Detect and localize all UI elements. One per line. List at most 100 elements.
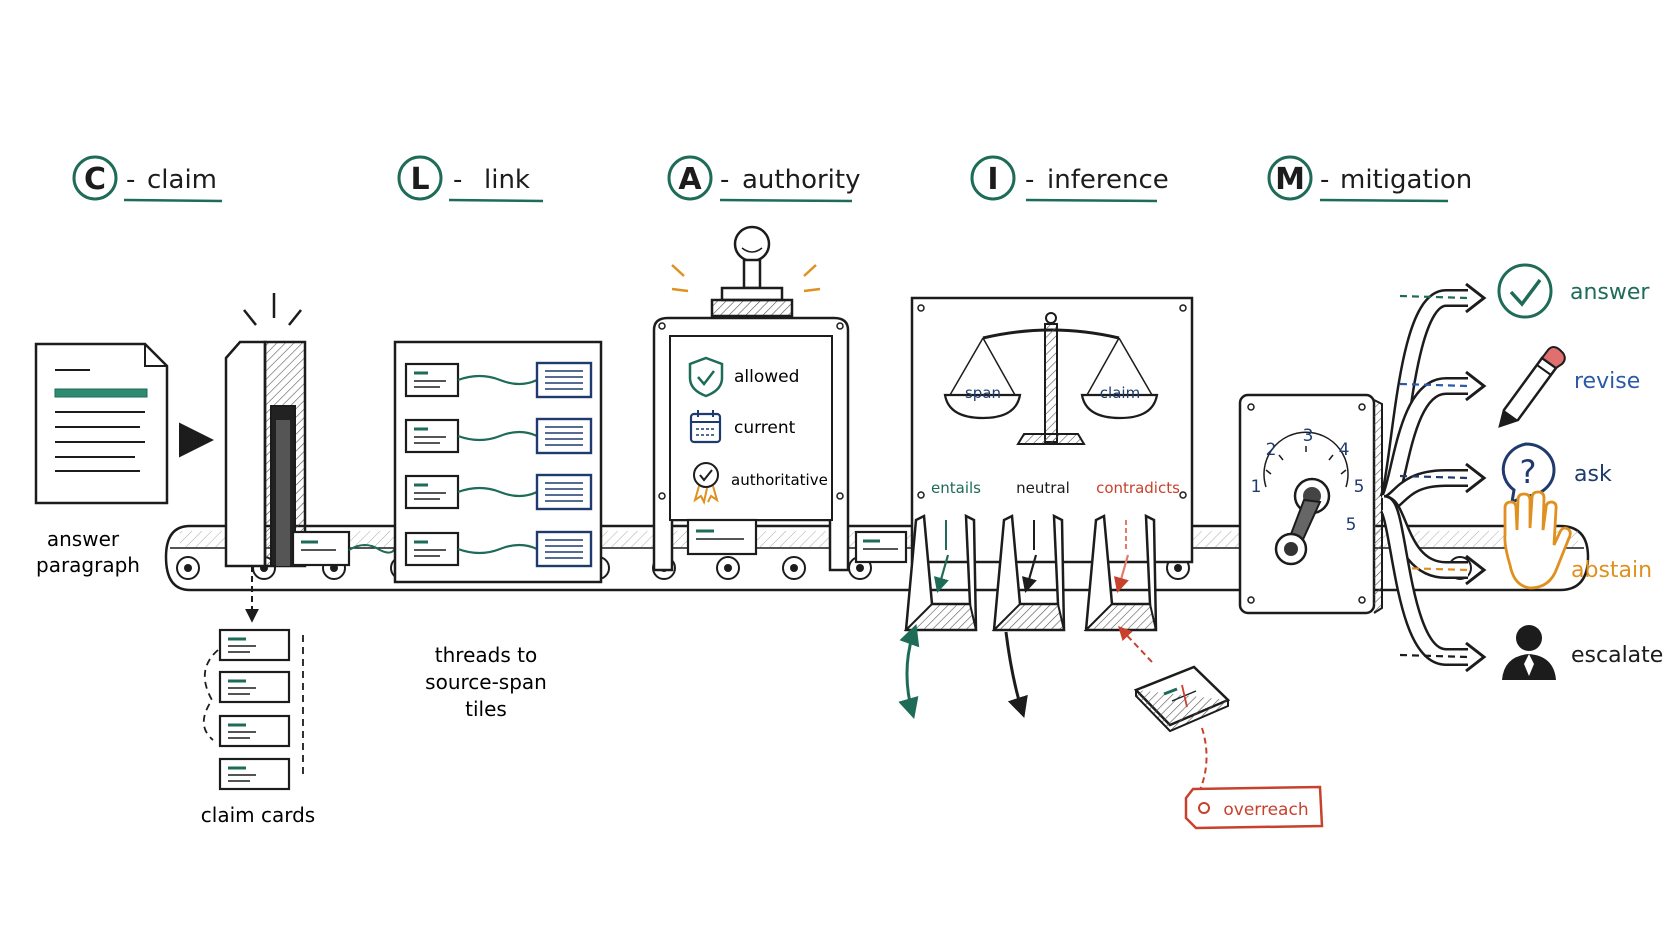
stage-word: authority [742, 165, 861, 195]
claim-card [404, 531, 460, 567]
source-span-tile [535, 361, 593, 399]
claim-card [218, 714, 291, 748]
answer-paragraph-document [34, 342, 169, 505]
stage-letter: A [678, 162, 702, 197]
rejected-card [1133, 665, 1231, 733]
balance-scale: span claim [943, 312, 1159, 445]
outcome-label-abstain: abstain [1571, 558, 1652, 583]
link-caption-2: source-span [425, 670, 547, 694]
belt-roller [716, 556, 740, 580]
check-label: current [734, 418, 796, 438]
stage-header-link: L - link [397, 155, 544, 203]
sorting-chute [991, 513, 1066, 632]
chute-arrow [1113, 554, 1130, 593]
stage-header-inference: I - inference [970, 155, 1169, 203]
stage-word: mitigation [1340, 165, 1472, 195]
outcome-label-ask: ask [1574, 462, 1612, 487]
check-circle-icon [1497, 263, 1553, 319]
link-row [404, 473, 593, 511]
outcome-label-revise: revise [1574, 369, 1640, 394]
shield-check-icon [688, 356, 724, 398]
link-thread [457, 374, 538, 386]
award-ribbon-icon [693, 462, 719, 505]
scale-right-label: claim [1100, 384, 1140, 402]
link-caption-3: tiles [465, 697, 507, 721]
claim-cards-label: claim cards [201, 803, 315, 827]
mitigation-dial-panel: 1 2 3 4 5 5 [1238, 393, 1383, 615]
stage-letter: L [410, 162, 429, 197]
scale-left-label: span [965, 384, 1001, 402]
chute-arrow [933, 554, 950, 593]
stage-dash: - [1320, 165, 1329, 195]
check-label: authoritative [731, 471, 828, 489]
person-icon [1502, 625, 1556, 680]
link-thread [457, 543, 538, 555]
chute-label-neutral: neutral [1016, 479, 1070, 497]
claim-card [404, 362, 460, 398]
source-span-tile [535, 473, 593, 511]
raised-hand-icon [1503, 490, 1572, 590]
entails-output-arrow [898, 624, 920, 720]
stage-underline [719, 198, 853, 203]
chute-label-contradicts: contradicts [1096, 479, 1180, 497]
dial-number: 1 [1251, 477, 1262, 497]
claim-card [218, 628, 291, 662]
outcome-label-answer: answer [1570, 280, 1650, 305]
stage-header-claim: C - claim [72, 155, 223, 203]
stage-letter: C [84, 162, 106, 197]
stage-word: link [484, 165, 530, 195]
link-row [404, 417, 593, 455]
stage-dash: - [720, 165, 729, 195]
belt-roller [176, 556, 200, 580]
overreach-label: overreach [1223, 800, 1308, 820]
link-thread [457, 430, 538, 442]
authority-check-authoritative: authoritative [693, 462, 828, 505]
neutral-output-arrow [1004, 631, 1028, 718]
dial-number: 2 [1266, 440, 1277, 460]
source-span-tile [535, 417, 593, 455]
belt-claim-card [291, 530, 396, 567]
overreach-connector [1199, 727, 1208, 791]
stage-underline [123, 198, 223, 203]
claim-card-stack [202, 628, 304, 791]
chute-arrow [1021, 554, 1038, 593]
authority-gate [652, 316, 850, 572]
authority-stamp [671, 225, 821, 318]
claim-splitter-machine [224, 293, 307, 568]
scale-pan-right [1080, 393, 1159, 420]
stage-dash: - [126, 165, 135, 195]
claim-card [404, 474, 460, 510]
stage-header-mitigation: M - mitigation [1267, 155, 1472, 203]
outcome-arrowhead [1465, 462, 1487, 494]
stage-word: inference [1047, 165, 1169, 195]
stage-letter: M [1275, 162, 1305, 197]
stage-badge [72, 155, 118, 201]
overreach-tag: overreach [1184, 785, 1324, 830]
svg-text:?: ? [1520, 453, 1537, 491]
answer-paragraph-label-2: paragraph [36, 553, 140, 577]
stage-badge [667, 155, 713, 201]
highlighted-line [54, 388, 148, 398]
claim-card [404, 418, 460, 454]
source-span-tile [535, 530, 593, 568]
stage-underline [448, 198, 544, 203]
chute-label-entails: entails [931, 479, 981, 497]
stage-badge [1267, 155, 1313, 201]
dial-number: 5 [1346, 515, 1357, 535]
outcome-label-escalate: escalate [1571, 643, 1663, 668]
link-thread [457, 486, 538, 498]
answer-paragraph-label: answer [47, 527, 120, 551]
question-bubble-icon: ? [1501, 442, 1556, 505]
calendar-icon [689, 410, 722, 444]
dial-knob-lever[interactable] [1274, 477, 1331, 566]
outcome-arrowhead [1465, 282, 1487, 314]
stage-dash: - [1025, 165, 1034, 195]
outcome-router [1375, 282, 1487, 673]
dial-number: 5 [1354, 477, 1365, 497]
outcome-arrow [1378, 495, 1487, 673]
pencil-icon [1498, 346, 1566, 428]
belt-roller [782, 556, 806, 580]
stage-badge [970, 155, 1016, 201]
scale-pan-left [943, 393, 1022, 420]
